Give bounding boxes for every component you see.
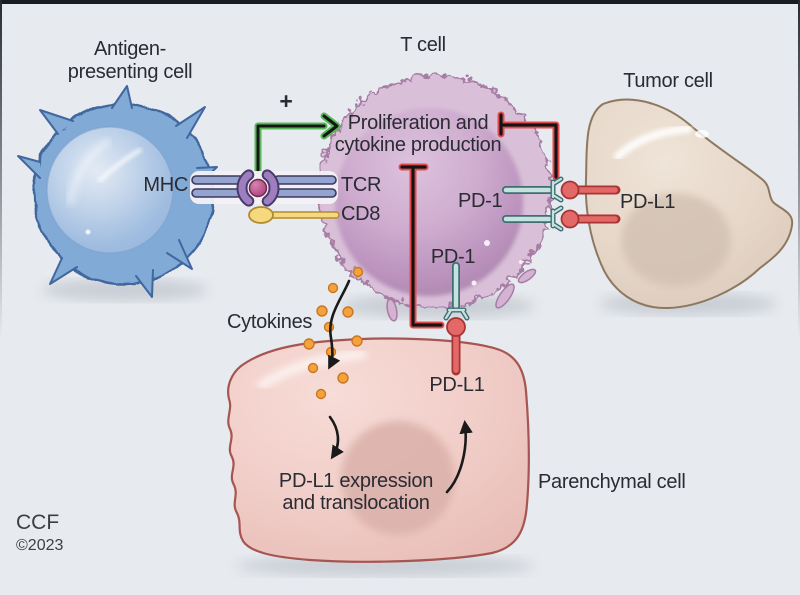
plus-sign: + bbox=[279, 88, 293, 114]
t-cell-highlights bbox=[471, 240, 523, 286]
t-cell-shape bbox=[314, 70, 550, 322]
tumor-highlights bbox=[614, 125, 709, 160]
pdl1-parenchymal-label: PD-L1 bbox=[429, 374, 485, 396]
pd1-tumor-label: PD-1 bbox=[458, 190, 503, 212]
tumor-cell-shape bbox=[584, 98, 794, 310]
inhibition-line-tumor bbox=[497, 111, 560, 181]
cd8-label: CD8 bbox=[341, 203, 381, 225]
pd1-receptor-tumor-1 bbox=[502, 176, 564, 203]
top-border-bar bbox=[0, 0, 800, 4]
cytokine-release-arrow bbox=[328, 279, 351, 370]
tumor-cell-label: Tumor cell bbox=[623, 70, 713, 92]
pdl1-ligand-parenchymal bbox=[446, 317, 466, 376]
receptor-clamps bbox=[236, 169, 280, 207]
activation-arrow bbox=[254, 112, 341, 175]
pd1-receptor-tumor-2 bbox=[502, 205, 564, 232]
mhc-tcr-complex bbox=[190, 169, 338, 207]
pdl1-ligand-tumor-1 bbox=[560, 180, 621, 200]
expression-arrow bbox=[328, 415, 344, 460]
proliferation-label: Proliferation and cytokine production bbox=[334, 112, 502, 156]
apc-highlights bbox=[66, 138, 142, 235]
left-border-line bbox=[0, 0, 2, 340]
tcr-bars bbox=[273, 175, 337, 198]
t-cell-label: T cell bbox=[400, 34, 446, 56]
pdl1-ligand-tumor-2 bbox=[560, 209, 621, 229]
pd1-parenchymal-label: PD-1 bbox=[430, 246, 476, 268]
parenchymal-highlight bbox=[257, 349, 367, 390]
antigen-peptide bbox=[248, 178, 268, 198]
pd1-receptor-parenchymal bbox=[443, 262, 470, 321]
parenchymal-cell-shape bbox=[227, 337, 530, 563]
ccf-credit: CCF bbox=[16, 511, 60, 534]
cytokines-label: Cytokines bbox=[227, 311, 313, 333]
pdl1-tumor-label: PD-L1 bbox=[620, 191, 676, 213]
cd8-receptor bbox=[248, 206, 340, 224]
apc-label: Antigen- presenting cell bbox=[67, 38, 193, 83]
mhc-label: MHC bbox=[143, 174, 188, 196]
pdl1-expression-label: PD-L1 expression and translocation bbox=[278, 470, 434, 514]
translocation-arrow bbox=[445, 419, 473, 494]
parenchymal-cell-label: Parenchymal cell bbox=[538, 471, 686, 493]
mhc-bars bbox=[191, 175, 245, 198]
apc-spikes bbox=[17, 85, 218, 298]
tcr-label: TCR bbox=[341, 174, 382, 196]
right-border-line bbox=[798, 0, 800, 340]
antigen-presenting-cell-shape bbox=[17, 85, 218, 298]
inhibition-line-parenchymal bbox=[398, 163, 445, 329]
ccf-year: ©2023 bbox=[16, 537, 64, 554]
